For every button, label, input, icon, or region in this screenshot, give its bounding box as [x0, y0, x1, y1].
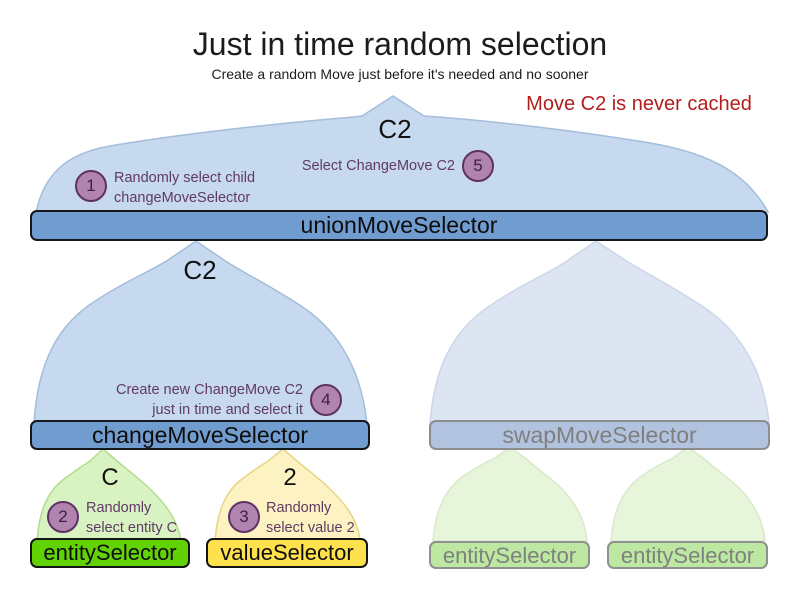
never-cached-annotation: Move C2 is never cached — [526, 93, 752, 115]
value-output-label: 2 — [283, 464, 297, 491]
union-output-move-label: C2 — [378, 114, 412, 144]
step-note-3: Randomly select value 2 — [266, 500, 355, 536]
change-move-selector-bar: changeMoveSelector — [30, 420, 370, 450]
change-funnel-shape — [33, 240, 368, 425]
faded-entity-funnel-shape-2 — [610, 446, 766, 542]
page-subtitle: Create a random Move just before it's ne… — [211, 66, 589, 82]
step-note-4: Create new ChangeMove C2 just in time an… — [116, 382, 303, 418]
value-selector-label: valueSelector — [220, 540, 354, 565]
step-note-2: Randomly select entity C — [86, 500, 178, 536]
change-output-move-label: C2 — [183, 255, 217, 285]
value-selector-bar: valueSelector — [206, 538, 368, 568]
faded-entity-selector-bar-2: entitySelector — [607, 541, 768, 569]
step-circle-5: 5 — [462, 150, 494, 182]
union-move-selector-label: unionMoveSelector — [300, 212, 498, 238]
step-circle-2: 2 — [47, 501, 79, 533]
faded-entity-funnel-shape-1 — [432, 446, 588, 542]
swap-move-selector-bar: swapMoveSelector — [429, 420, 770, 450]
faded-entity-selector-label-1: entitySelector — [442, 543, 577, 568]
swap-funnel-shape — [429, 240, 770, 424]
entity-selector-label: entitySelector — [43, 540, 177, 565]
page-title: Just in time random selection — [192, 26, 608, 62]
change-move-selector-label: changeMoveSelector — [91, 422, 309, 448]
union-move-selector-bar: unionMoveSelector — [30, 210, 768, 241]
faded-entity-selector-bar-1: entitySelector — [429, 541, 590, 569]
faded-entity-selector-label-2: entitySelector — [620, 543, 755, 568]
step-circle-1: 1 — [75, 170, 107, 202]
step-circle-3: 3 — [228, 501, 260, 533]
swap-move-selector-label: swapMoveSelector — [502, 422, 697, 448]
step-circle-4: 4 — [310, 384, 342, 416]
entity-output-label: C — [101, 464, 119, 491]
union-funnel-shape — [35, 95, 770, 213]
entity-selector-bar: entitySelector — [30, 538, 190, 568]
step-note-5: Select ChangeMove C2 — [301, 158, 455, 174]
step-note-1: Randomly select child changeMoveSelector — [114, 170, 256, 206]
